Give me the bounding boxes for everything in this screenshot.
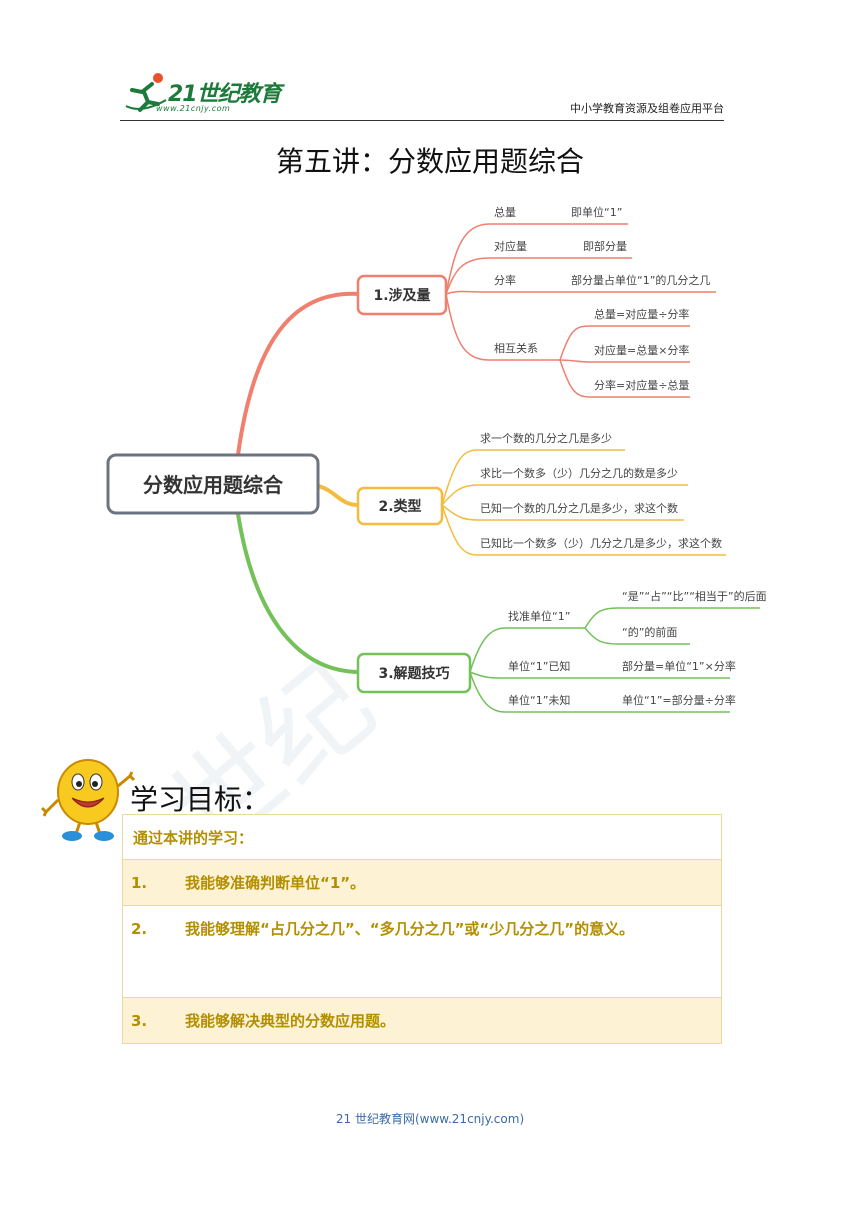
- leaf-name: 相互关系: [494, 341, 538, 355]
- page-title: 第五讲：分数应用题综合: [275, 145, 584, 178]
- leaf-sub: 分率=对应量÷总量: [594, 378, 689, 392]
- logo-url: www.21cnjy.com: [156, 104, 231, 113]
- goal-number: 2.: [131, 920, 148, 938]
- leaf-sub: “的”的前面: [622, 625, 677, 639]
- leaf-name: 单位“1”未知: [508, 693, 570, 707]
- leaf-name: 分率: [494, 273, 516, 287]
- branch-line-2: [317, 484, 359, 507]
- branch-node-3: [356, 652, 472, 694]
- leaf-sub: 对应量=总量×分率: [594, 343, 689, 357]
- branch-1-lines: [445, 223, 716, 398]
- goal-text: 我能够准确判断单位“1”。: [185, 874, 366, 892]
- page-header: 21世纪教育 www.21cnjy.com 中小学教育资源及组卷应用平台: [120, 68, 724, 121]
- branch-label-2: 2.类型: [378, 498, 421, 515]
- goal-number: 1.: [131, 874, 148, 892]
- goals-heading: 学习目标：: [130, 783, 271, 816]
- runner-icon: [125, 73, 167, 112]
- branch-label-1: 1.涉及量: [373, 287, 430, 304]
- leaf-desc: 部分量=单位“1”×分率: [622, 659, 736, 673]
- root-node: [106, 453, 320, 515]
- leaf-name: 找准单位“1”: [508, 609, 570, 623]
- logo-text: 21世纪教育: [168, 82, 282, 107]
- mind-map: 分数应用题综合 1.涉及量 2.类型 3.解题技巧 总量 即单位“1” 对应量 …: [106, 205, 767, 713]
- leaf-desc: 单位“1”=部分量÷分率: [622, 693, 736, 707]
- leaf-name: 对应量: [494, 239, 527, 253]
- site-logo[interactable]: 21世纪教育 www.21cnjy.com: [120, 68, 290, 118]
- leaf-name: 总量: [494, 205, 516, 219]
- leaf-name: 已知比一个数多（少）几分之几是多少，求这个数: [480, 536, 722, 550]
- root-label: 分数应用题综合: [143, 473, 284, 497]
- branch-line-1: [236, 291, 361, 456]
- branch-node-2: [356, 486, 444, 526]
- goal-item-1: 1. 我能够准确判断单位“1”。: [122, 860, 722, 906]
- goal-text: 我能够理解“占几分之几”、“多几分之几”或“少几分之几”的意义。: [185, 920, 635, 938]
- page-footer[interactable]: 21 世纪教育网(www.21cnjy.com): [335, 1112, 525, 1126]
- leaf-desc: 即单位“1”: [571, 205, 622, 219]
- goal-item-3: 3. 我能够解决典型的分数应用题。: [122, 998, 722, 1044]
- goal-text: 我能够解决典型的分数应用题。: [185, 1012, 396, 1030]
- branch-2-lines: [441, 449, 726, 556]
- leaf-name: 求一个数的几分之几是多少: [480, 431, 612, 445]
- leaf-name: 求比一个数多（少）几分之几的数是多少: [480, 466, 678, 480]
- goals-intro: 通过本讲的学习：: [122, 814, 722, 860]
- leaf-sub: 总量=对应量÷分率: [594, 307, 689, 321]
- goals-table: 通过本讲的学习： 1. 我能够准确判断单位“1”。 2. 我能够理解“占几分之几…: [122, 814, 722, 1044]
- leaf-desc: 即部分量: [583, 239, 627, 253]
- platform-name: 中小学教育资源及组卷应用平台: [570, 102, 724, 115]
- branch-line-3: [236, 513, 361, 674]
- branch-node-1: [356, 274, 448, 316]
- leaf-name: 单位“1”已知: [508, 659, 570, 673]
- goal-item-2: 2. 我能够理解“占几分之几”、“多几分之几”或“少几分之几”的意义。: [122, 906, 722, 998]
- branch-label-3: 3.解题技巧: [378, 665, 449, 682]
- leaf-desc: 部分量占单位“1”的几分之几: [571, 273, 710, 287]
- branch-3-lines: [469, 607, 760, 713]
- smiley-mascot-icon: [40, 759, 136, 841]
- goal-number: 3.: [131, 1012, 148, 1030]
- leaf-sub: “是”“占”“比”“相当于”的后面: [622, 589, 767, 603]
- leaf-name: 已知一个数的几分之几是多少，求这个数: [480, 501, 678, 515]
